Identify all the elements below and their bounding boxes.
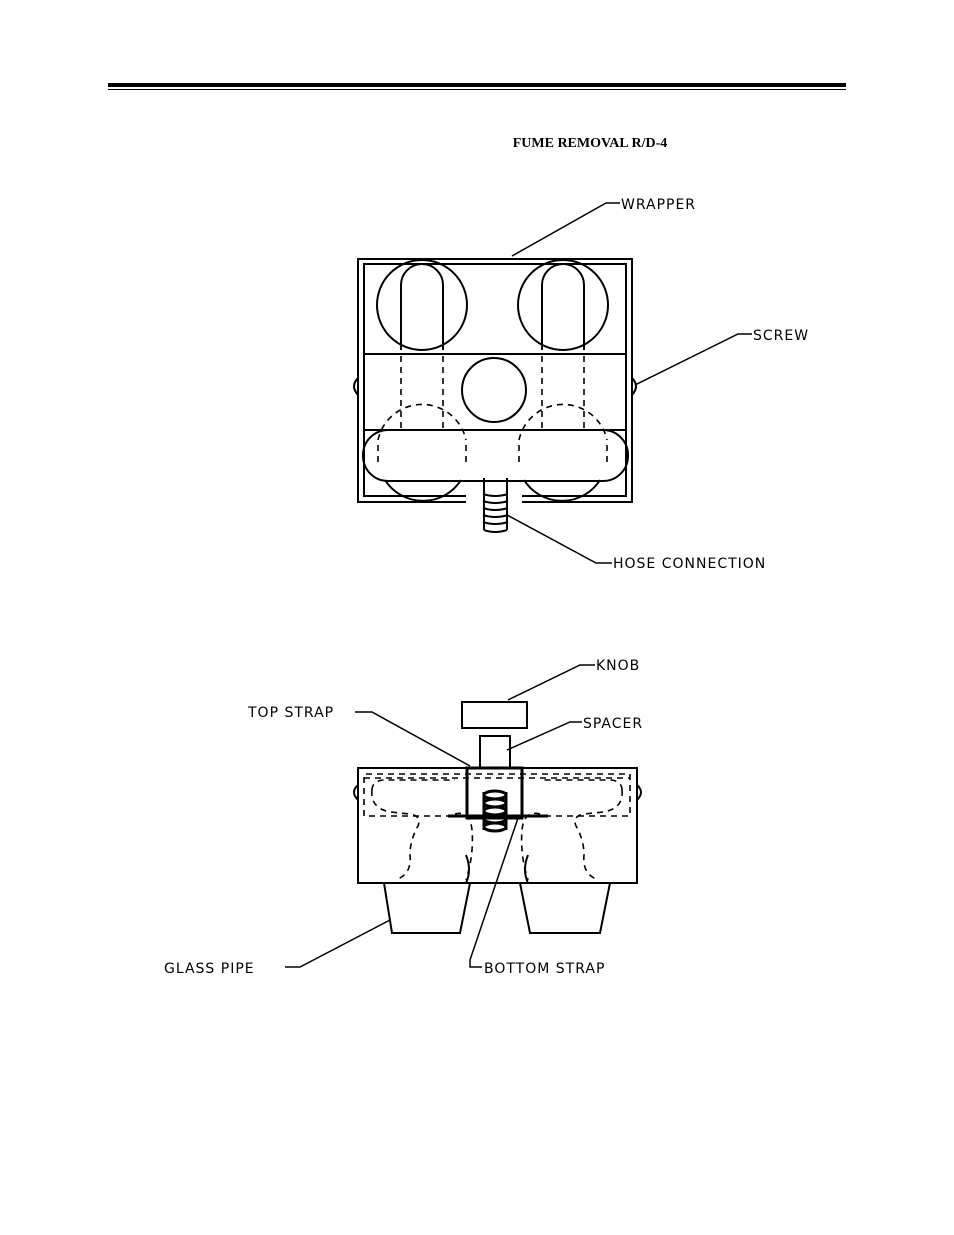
glass-pipe-leader	[285, 920, 390, 967]
left-strap-slot	[401, 264, 443, 350]
screw-leader	[635, 334, 752, 385]
upper-left-pipe	[377, 260, 467, 350]
threaded-stud	[484, 791, 506, 831]
bottom-strap-top-view	[363, 430, 628, 481]
spacer-leader	[507, 722, 582, 750]
center-post-box	[467, 768, 522, 818]
right-glass-pipe-bottom	[520, 883, 610, 933]
side-view-drawing	[354, 702, 641, 933]
top-view-drawing	[354, 259, 636, 532]
knob-block	[462, 702, 527, 728]
hose-connection-fitting	[483, 478, 508, 532]
knob-leader	[508, 665, 595, 700]
bottom-strap-leader	[470, 818, 518, 967]
top-strap-leader	[355, 712, 470, 766]
glass-pipe-label: GLASS PIPE	[164, 961, 255, 977]
hose-connection-leader	[507, 515, 612, 563]
knob-label: KNOB	[596, 658, 640, 674]
wrapper-leader	[512, 203, 620, 256]
wrapper-label: WRAPPER	[621, 197, 696, 213]
screw-label: SCREW	[753, 328, 809, 344]
wrapper-outline	[358, 259, 632, 502]
wrapper-inner	[364, 264, 626, 496]
spacer-label: SPACER	[583, 716, 643, 732]
spacer-block	[480, 736, 510, 768]
center-outlet	[462, 358, 526, 422]
upper-right-pipe	[518, 260, 608, 350]
hose-connection-label: HOSE CONNECTION	[613, 556, 766, 572]
bottom-strap-label: BOTTOM STRAP	[484, 961, 605, 977]
left-glass-pipe-bottom	[384, 883, 470, 933]
side-housing	[358, 768, 637, 883]
top-strap-label: TOP STRAP	[247, 705, 334, 721]
right-strap-slot	[542, 264, 584, 350]
